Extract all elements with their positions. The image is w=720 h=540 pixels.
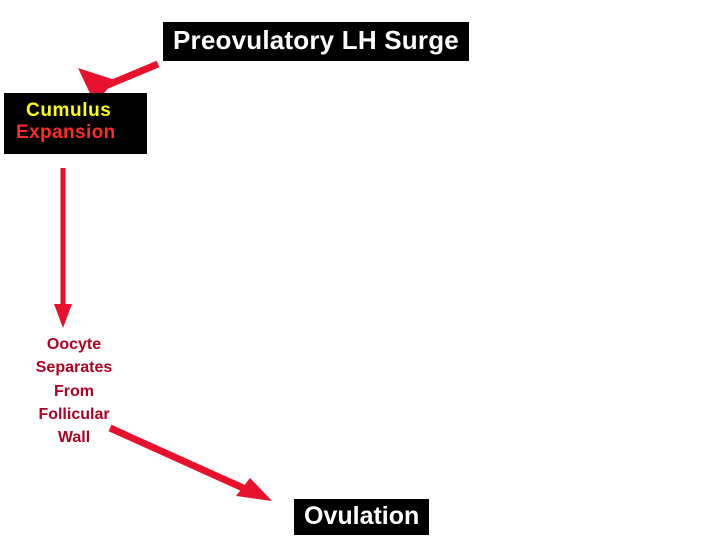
cumulus-expansion-box: Cumulus Expansion xyxy=(4,93,147,154)
ovulation-box: Ovulation xyxy=(294,499,430,536)
oocyte-label-line3: From xyxy=(54,382,94,400)
arrow-cumulus-to-oocyte xyxy=(54,168,72,328)
oocyte-separates-label: Oocyte Separates From Follicular Wall xyxy=(14,333,134,450)
arrow-oocyte-to-ovulation xyxy=(108,424,272,501)
oocyte-label-line1: Oocyte xyxy=(46,336,102,353)
ovulation-label: Ovulation xyxy=(304,502,420,530)
title-box: Preovulatory LH Surge xyxy=(163,22,469,62)
title-label: Preovulatory LH Surge xyxy=(173,25,459,55)
cumulus-label-line1: Cumulus xyxy=(26,100,112,121)
oocyte-label-line5: Wall xyxy=(57,429,91,447)
cumulus-label-line2: Expansion xyxy=(16,122,116,144)
oocyte-label-line2: Separates xyxy=(35,359,113,377)
oocyte-label-line4: Follicular xyxy=(38,406,110,424)
